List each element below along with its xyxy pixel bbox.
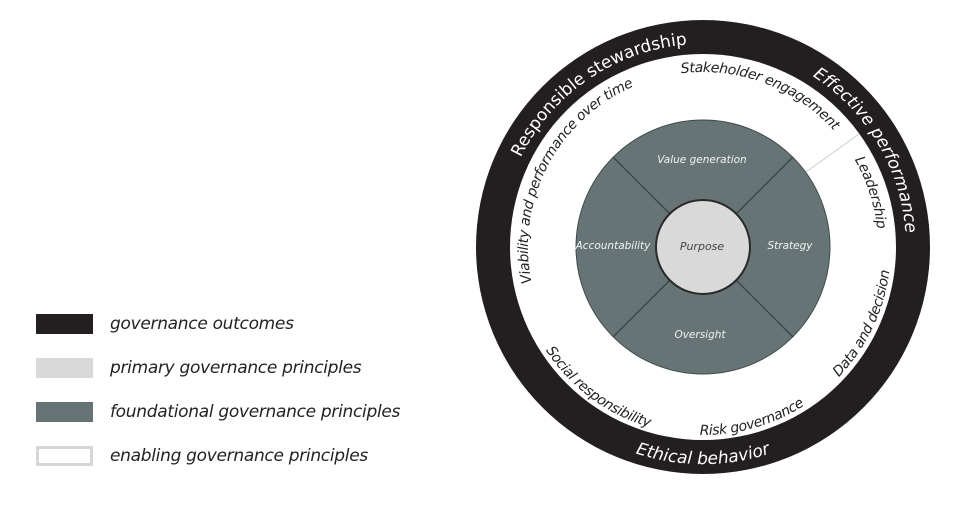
legend-swatch-white <box>36 446 93 466</box>
legend-swatch-black <box>36 314 93 334</box>
enabling-separator <box>805 133 860 173</box>
legend-label: enabling governance principles <box>110 446 368 466</box>
foundational-strategy: Strategy <box>768 240 814 252</box>
legend-item-outcomes: governance outcomes <box>36 314 294 334</box>
purpose-circle <box>655 199 751 295</box>
legend-item-enabling: enabling governance principles <box>36 446 368 466</box>
foundational-value-generation: Value generation <box>657 154 746 166</box>
legend-label: primary governance principles <box>110 358 362 378</box>
foundational-oversight: Oversight <box>674 329 726 341</box>
legend-swatch-slate <box>36 402 93 422</box>
legend-item-primary: primary governance principles <box>36 358 362 378</box>
foundational-accountability: Accountability <box>575 240 652 252</box>
primary-purpose: Purpose <box>680 240 725 253</box>
legend-label: foundational governance principles <box>110 402 401 422</box>
segment-dividers <box>612 156 794 338</box>
legend-swatch-light-gray <box>36 358 93 378</box>
legend-label: governance outcomes <box>110 314 294 334</box>
legend-item-foundational: foundational governance principles <box>36 402 400 422</box>
